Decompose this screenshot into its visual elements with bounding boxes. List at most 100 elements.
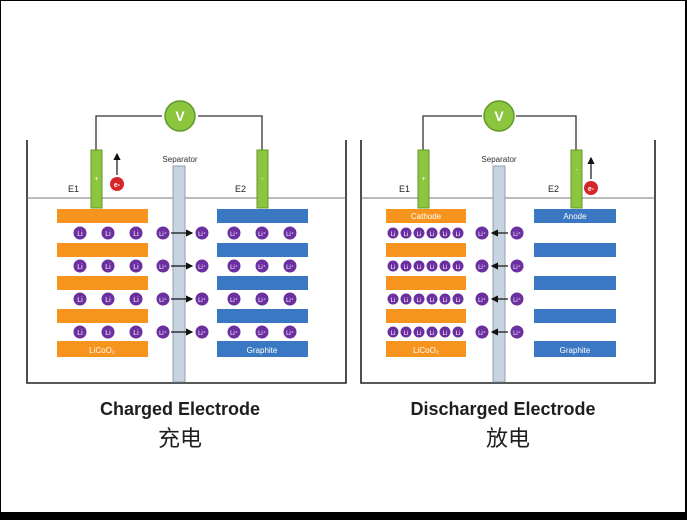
li-ion-label: Li⁺ (258, 330, 266, 337)
charged-separator (172, 165, 186, 383)
discharged-cathode-plate (386, 309, 466, 323)
li-ion (399, 292, 413, 306)
discharged-anode-plate-top (534, 209, 616, 223)
li-ion (282, 258, 298, 274)
li-ion (282, 225, 298, 241)
li-ion (100, 225, 116, 241)
li-ion-label: Li⁺ (286, 330, 294, 337)
li-plus-ion-label: Li⁺ (198, 231, 206, 238)
charged-e2-label: E2 (235, 184, 246, 194)
charged-anode-plate (217, 209, 308, 223)
discharged-container (360, 140, 656, 384)
discharged-anode-bottom-label: Graphite (560, 346, 591, 355)
li-plus-ion (194, 291, 210, 307)
charged-cathode-plate-bottom (57, 341, 148, 357)
charged-cathode-plate (57, 209, 148, 223)
discharged-moving-ions: Li⁺ Li⁺ Li⁺ Li⁺ Li⁺ Li⁺ Li⁺ Li⁺ (474, 225, 525, 340)
li-plus-ion (509, 291, 525, 307)
charged-electron-label: e- (114, 182, 121, 189)
li-ion (451, 259, 465, 273)
charged-separator-label: Separator (162, 155, 197, 164)
li-ion-label: Li⁺ (258, 297, 266, 304)
li-plus-ion-label: Li⁺ (478, 264, 486, 271)
li-ion-label: Li⁺ (258, 231, 266, 238)
li-ion-label: Li (105, 231, 111, 238)
li-plus-ion (474, 324, 490, 340)
li-plus-ion (155, 324, 171, 340)
li-ion (72, 324, 88, 340)
li-plus-ion (474, 291, 490, 307)
li-ion (254, 258, 270, 274)
li-ion-label: Li (456, 265, 461, 271)
charged-electron (110, 177, 124, 191)
li-plus-ion-label: Li⁺ (159, 231, 167, 238)
li-ion (386, 259, 400, 273)
li-ion-label: Li (404, 232, 409, 238)
li-plus-ion-label: Li⁺ (478, 330, 486, 337)
li-plus-ion (155, 225, 171, 241)
discharged-rod-right-sign: - (575, 167, 578, 174)
li-plus-ion-label: Li⁺ (478, 231, 486, 238)
li-ion-label: Li (77, 231, 83, 238)
discharged-anode-plate-bottom (534, 341, 616, 357)
li-ion-label: Li (430, 298, 435, 304)
li-plus-ion (474, 225, 490, 241)
li-ion-label: Li (133, 231, 139, 238)
discharged-anode-plate (534, 309, 616, 323)
li-ion-label: Li (404, 265, 409, 271)
discharged-wire-left (422, 115, 482, 150)
li-plus-ion-label: Li⁺ (198, 330, 206, 337)
li-ion (282, 291, 298, 307)
li-ion-label: Li (417, 331, 422, 337)
discharged-cathode-plate-bottom (386, 341, 466, 357)
charged-rod-left (90, 149, 103, 209)
li-plus-ion (194, 225, 210, 241)
li-plus-ion (474, 258, 490, 274)
discharged-cathode-ions: Li Li Li Li Li Li Li Li Li Li Li Li Li L… (386, 226, 465, 339)
li-plus-ion (155, 258, 171, 274)
discharged-voltmeter-label: V (494, 108, 504, 124)
discharged-cathode-plate (386, 243, 466, 257)
discharged-separator (492, 165, 506, 383)
charged-anode-bottom-label: Graphite (247, 346, 278, 355)
li-ion (72, 225, 88, 241)
li-ion (72, 258, 88, 274)
li-ion-label: Li⁺ (230, 330, 238, 337)
li-plus-ion-label: Li⁺ (478, 297, 486, 304)
li-plus-ion-label: Li⁺ (513, 297, 521, 304)
li-plus-ion (509, 324, 525, 340)
li-ion (451, 325, 465, 339)
li-plus-ion-label: Li⁺ (513, 330, 521, 337)
li-ion-label: Li (391, 298, 396, 304)
li-ion-label: Li⁺ (286, 264, 294, 271)
discharged-cathode-bottom-label: LiCoO₂ (413, 346, 439, 355)
li-ion (438, 226, 452, 240)
charged-anode-plate (217, 243, 308, 257)
li-ion (254, 291, 270, 307)
discharged-electron (584, 181, 598, 195)
charged-container (26, 140, 347, 384)
discharged-wire-right (516, 115, 577, 150)
discharged-e1-label: E1 (399, 184, 410, 194)
li-ion (226, 258, 242, 274)
li-ion (100, 291, 116, 307)
li-ion-label: Li (430, 232, 435, 238)
li-ion (282, 324, 298, 340)
li-ion (100, 258, 116, 274)
li-plus-ion (509, 258, 525, 274)
li-ion (386, 292, 400, 306)
li-ion (412, 325, 426, 339)
li-ion-label: Li (105, 264, 111, 271)
li-plus-ion-label: Li⁺ (159, 264, 167, 271)
li-plus-ion-label: Li⁺ (159, 330, 167, 337)
li-ion-label: Li⁺ (230, 264, 238, 271)
charged-wire-left (95, 115, 162, 150)
li-ion (128, 291, 144, 307)
li-ion-label: Li⁺ (286, 231, 294, 238)
li-ion-label: Li⁺ (230, 297, 238, 304)
li-ion-label: Li (391, 232, 396, 238)
li-ion-label: Li (430, 331, 435, 337)
li-ion-label: Li (77, 330, 83, 337)
li-ion (128, 258, 144, 274)
li-ion (100, 324, 116, 340)
